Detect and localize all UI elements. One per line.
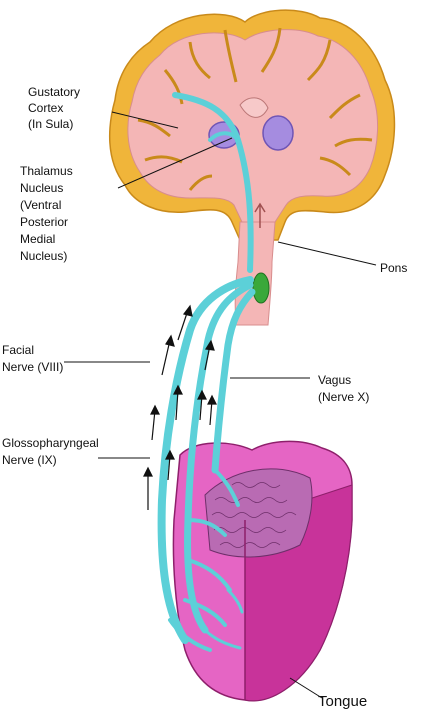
label-thalamus-nucleus: Thalamus Nucleus (Ventral Posterior Medi… [20, 164, 76, 263]
label-pons: Pons [380, 261, 407, 275]
label-gustatory-cortex: Gustatory Cortex (In Sula) [28, 85, 83, 131]
label-facial-nerve: Facial Nerve (VIII) [2, 343, 63, 374]
thalamus-right [262, 115, 294, 151]
facial-nerve-path [157, 276, 254, 644]
brain [108, 9, 396, 326]
papillae-texture [211, 482, 297, 548]
label-tongue: Tongue [318, 693, 367, 710]
leader-lines [64, 111, 377, 699]
tongue [172, 440, 353, 702]
white-matter [127, 29, 378, 223]
label-vagus-nerve: Vagus (Nerve X) [318, 373, 369, 404]
cortical-folds [137, 27, 373, 191]
vagus-nerve-path [211, 288, 256, 474]
glossopharyngeal-nerve-path [184, 281, 254, 634]
label-glossopharyngeal-nerve: Glossopharyngeal Nerve (IX) [2, 436, 102, 467]
ventricle [239, 97, 269, 118]
signal-arrows [143, 304, 217, 510]
solitary-nucleus [252, 272, 270, 304]
nerves [157, 92, 256, 652]
